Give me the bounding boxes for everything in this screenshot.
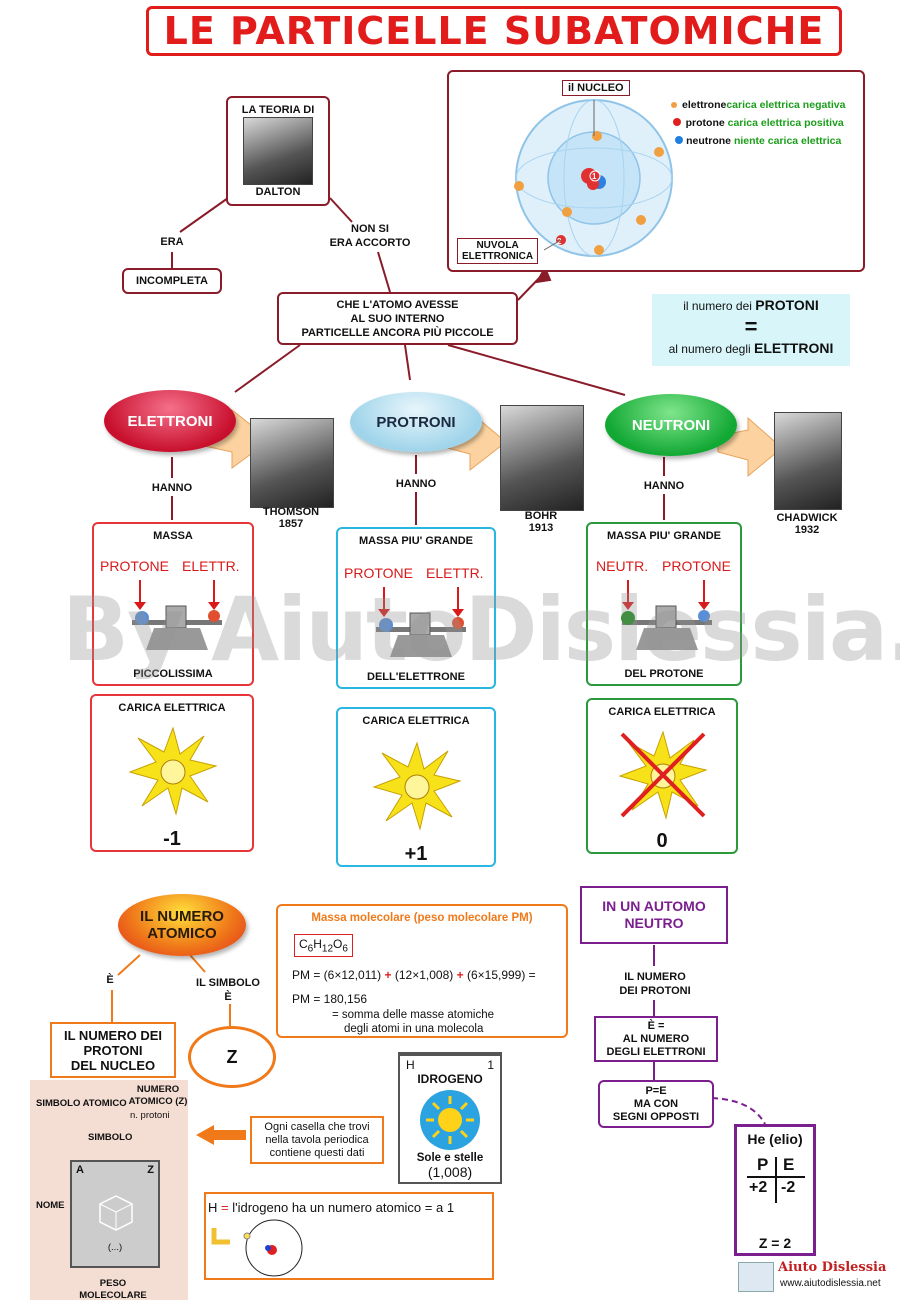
electron-dot	[654, 147, 664, 157]
balance-icon	[621, 580, 712, 650]
protoni-elettroni-box: il numero dei PROTONI = al numero degli …	[652, 294, 850, 366]
carica-value: -1	[163, 828, 181, 850]
element-cube-icon	[99, 1195, 133, 1231]
book-icon	[738, 1262, 774, 1292]
thomson-portrait	[250, 418, 334, 508]
carica-protroni-card: CARICA ELETTRICA +1	[336, 707, 496, 867]
dalton-box: LA TEORIA DI DALTON	[226, 96, 330, 206]
atom-diagram: 2 1	[514, 99, 673, 257]
dalton-heading: LA TEORIA DI	[241, 104, 315, 116]
arrow-chadwick	[717, 416, 783, 478]
elio-box: He (elio) P E +2 -2 Z = 2	[734, 1124, 816, 1256]
massa-neutroni-card: MASSA PIU' GRANDE NEUTR. PROTONE DEL PRO…	[586, 522, 742, 686]
incompleta-box: INCOMPLETA	[122, 268, 222, 294]
electron-dot	[514, 181, 524, 191]
carica-elettroni-card: CARICA ELETTRICA -1	[90, 694, 254, 852]
legend-electron: elettronecarica elettrica negativa	[671, 96, 845, 114]
pair-label-right: ELETTR.	[182, 558, 240, 574]
massa-protroni-card: MASSA PIU' GRANDE PROTONE ELETTR. DELL'E…	[336, 527, 496, 689]
electric-charge-icon	[128, 726, 218, 816]
no-charge-icon	[618, 730, 708, 820]
hanno-elettroni: HANNO	[151, 482, 193, 494]
pm-result: PM = 180,156	[292, 992, 368, 1006]
era-label: ERA	[160, 236, 184, 248]
pair-label-left: NEUTR.	[596, 558, 649, 574]
page-title: LE PARTICELLE SUBATOMICHE	[146, 6, 842, 56]
pair-label-right: ELETTR.	[426, 565, 484, 581]
balance-icon	[376, 587, 466, 657]
chadwick-portrait	[774, 412, 842, 510]
watermark: By AiutoDislessia.net	[62, 578, 900, 681]
sun-icon	[420, 1090, 480, 1150]
carica-value: +1	[404, 843, 428, 865]
electric-charge-icon	[372, 741, 462, 831]
protroni-oval: PROTRONI	[350, 392, 482, 452]
pm-calc-line: PM = (6×12,011) + (12×1,008) + (6×15,999…	[292, 968, 536, 982]
massa-elettroni-card: MASSA PROTONE ELETTR. PICCOLISSIMA	[92, 522, 254, 686]
dalton-name: DALTON	[255, 186, 301, 198]
nucleo-label: il NUCLEO	[562, 80, 630, 96]
balance-icon	[132, 580, 222, 650]
elettroni-oval: ELETTRONI	[104, 390, 236, 452]
pair-label-left: PROTONE	[344, 565, 413, 581]
electron-dot	[636, 215, 646, 225]
label-2: 2	[557, 237, 562, 246]
hanno-protroni: HANNO	[395, 478, 437, 490]
dalton-portrait	[243, 117, 313, 185]
hanno-neutroni: HANNO	[643, 480, 685, 492]
e-label: È	[106, 974, 114, 986]
legend-neutron: neutrone niente carica elettrica	[671, 132, 845, 150]
footer-logo[interactable]: Aiuto Dislessia www.aiutodislessia.net	[738, 1260, 888, 1294]
hydrogen-line: H = l'idrogeno ha un numero atomico = a …	[208, 1200, 455, 1215]
p-e-table	[747, 1157, 805, 1203]
label-1: 1	[592, 172, 597, 181]
idrogeno-card: H 1 IDROGENO Sole e stelle (1,008)	[398, 1052, 502, 1184]
neutroni-oval: NEUTRONI	[605, 394, 737, 456]
formula-box: C6H12O6	[294, 934, 353, 958]
z-symbol-circle: Z	[188, 1026, 276, 1088]
hydrogen-atom-icon	[211, 1219, 303, 1277]
atom-legend: elettronecarica elettrica negativa proto…	[671, 96, 845, 150]
bohr-portrait	[500, 405, 584, 511]
hydrogen-atomic-number-box: H = l'idrogeno ha un numero atomico = a …	[204, 1192, 494, 1280]
electron-dot	[562, 207, 572, 217]
massa-molecolare-box: Massa molecolare (peso molecolare PM) C6…	[276, 904, 568, 1038]
legend-proton: protone carica elettrica positiva	[671, 114, 845, 132]
pair-label-left: PROTONE	[100, 558, 169, 574]
massa-molecolare-title: Massa molecolare (peso molecolare PM)	[311, 912, 533, 924]
electron-dot	[594, 245, 604, 255]
carica-value: 0	[656, 830, 668, 852]
carica-neutroni-card: CARICA ELETTRICA 0	[586, 698, 738, 854]
pair-label-right: PROTONE	[662, 558, 731, 574]
periodic-cell-diagram: SIMBOLO ATOMICO NUMERO ATOMICO (Z) n. pr…	[30, 1080, 188, 1301]
